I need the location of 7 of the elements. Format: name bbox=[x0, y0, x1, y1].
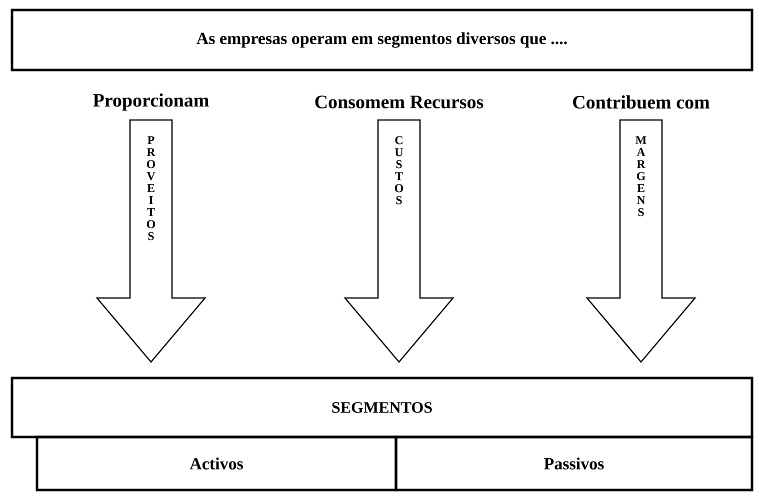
table-cell: Passivos bbox=[394, 436, 754, 492]
title-box: As empresas operam em segmentos diversos que .... bbox=[10, 8, 754, 72]
table-cell: Activos bbox=[36, 436, 398, 492]
heading: Proporcionam bbox=[93, 93, 209, 111]
heading: Contribuem com bbox=[573, 95, 710, 109]
heading: Consomem Recursos bbox=[315, 96, 484, 108]
segment-box: SEGMENTOS bbox=[10, 376, 754, 438]
